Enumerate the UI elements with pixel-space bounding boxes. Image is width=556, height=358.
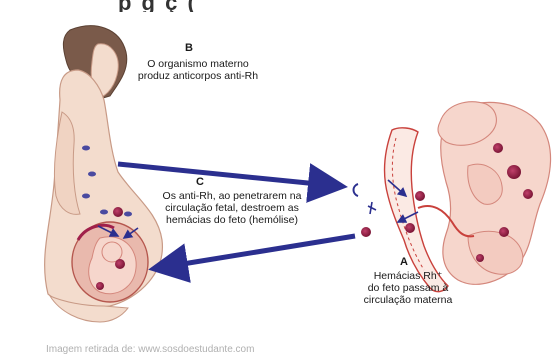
rh-positive-cell: [115, 259, 125, 269]
fetal-red-cell: [415, 191, 425, 201]
rh-positive-cell: [113, 207, 123, 217]
mother-blood-cell: [82, 194, 90, 199]
rh-positive-cell: [96, 282, 104, 290]
label-a-line-2: do feto passam à: [346, 282, 470, 294]
image-credit: Imagem retirada de: www.sosdoestudante.c…: [46, 344, 254, 355]
inner-fetus-head: [102, 242, 122, 262]
label-a-line-1: Hemácias Rh⁺: [346, 270, 470, 282]
label-a-line-3: circulação materna: [346, 294, 470, 306]
label-b-line-1: O organismo materno: [128, 58, 268, 70]
mother-blood-cell: [82, 146, 90, 151]
mother-blood-cell: [88, 172, 96, 177]
label-c-letter: C: [196, 176, 204, 188]
label-c-line-1: Os anti-Rh, ao penetrarem na: [152, 190, 312, 202]
fetal-red-cell: [405, 223, 415, 233]
antibody-symbol: [354, 184, 359, 196]
fetal-red-cell: [361, 227, 371, 237]
fetal-red-cell: [499, 227, 509, 237]
fetal-red-cell: [523, 189, 533, 199]
mother-blood-cell: [100, 210, 108, 215]
label-c-line-3: hemácias do feto (hemólise): [152, 214, 312, 226]
fetal-red-cell: [476, 254, 484, 262]
fetal-red-cell: [507, 165, 521, 179]
mother-blood-cell: [124, 212, 132, 217]
label-b-line-2: produz anticorpos anti-Rh: [128, 70, 268, 82]
label-b-letter: B: [185, 42, 193, 54]
antibody-symbol: [368, 202, 376, 214]
arrow-to-mother: [158, 236, 355, 268]
label-a-letter: A: [400, 256, 408, 268]
fetus-figure: [354, 102, 551, 292]
fetal-red-cell: [493, 143, 503, 153]
arrow-to-fetus: [118, 164, 338, 186]
label-c-line-2: circulação fetal, destroem as: [152, 202, 312, 214]
